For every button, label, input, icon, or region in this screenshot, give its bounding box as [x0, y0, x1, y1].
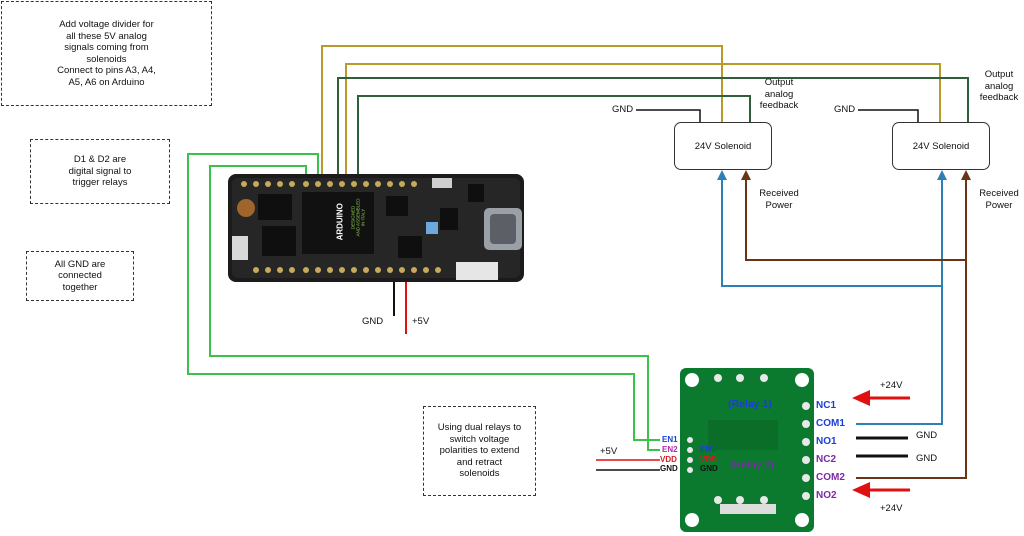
note-dual-relays-text: Using dual relays to switch voltage pola… — [437, 422, 522, 480]
brown-wire-sol1 — [745, 172, 966, 261]
solenoid-2: 24V Solenoid — [892, 122, 990, 170]
note-ground-connected: All GND are connected together — [26, 251, 134, 301]
relay-pin-no1: NO1 — [816, 436, 837, 447]
relay-1-title: (Relay 1) — [728, 398, 772, 410]
solenoid-1-feedback-label: Output analog feedback — [759, 77, 799, 111]
arduino-main-chip — [302, 192, 374, 254]
arduino-5v-label: +5V — [412, 316, 430, 327]
red-arrow-top — [852, 390, 870, 406]
relay-left-pin-vdd: VDD — [660, 455, 677, 464]
relay-left-pin-gnd: GND — [660, 464, 678, 473]
arduino-board-subtext: DESIGNED AND ASSEMBLED IN ITALY — [350, 198, 366, 237]
note-dual-relays: Using dual relays to switch voltage pola… — [423, 406, 536, 496]
arduino-board — [228, 174, 524, 282]
relay-board-pin-gnd: GND — [700, 464, 718, 473]
green-wire-en2 — [209, 165, 660, 451]
relay-5v-label: +5V — [600, 446, 618, 457]
sol1-gnd-wire — [636, 109, 701, 124]
blue-arrow-2 — [937, 170, 947, 180]
darkgreen-wire-1 — [337, 77, 969, 182]
green-wire-en1 — [187, 153, 660, 441]
relay-24v-bottom-label: +24V — [880, 503, 903, 514]
reset-button — [426, 222, 438, 234]
arduino-pin-row-bottom — [253, 267, 441, 273]
note-digital-signal-text: D1 & D2 are digital signal to trigger re… — [68, 154, 132, 189]
relay-24v-top-label: +24V — [880, 380, 903, 391]
solenoid-1-label: 24V Solenoid — [694, 140, 752, 152]
relay-pin-com2: COM2 — [816, 472, 845, 483]
solenoid-1: 24V Solenoid — [674, 122, 772, 170]
blue-arrow-1 — [717, 170, 727, 180]
olive-wire-1 — [321, 45, 723, 182]
note-voltage-divider-text: Add voltage divider for all these 5V ana… — [57, 19, 156, 88]
relay-pin-no2: NO2 — [816, 490, 837, 501]
relay-2-title: (Relay 2) — [730, 459, 774, 471]
arduino-logo — [237, 199, 255, 217]
solenoid-2-feedback-label: Output analog feedback — [979, 69, 1019, 103]
sol2-gnd-wire — [858, 109, 919, 124]
blue-wire-com1 — [856, 172, 943, 425]
arduino-gnd-label: GND — [362, 316, 384, 327]
red-arrow-bottom — [852, 482, 870, 498]
olive-wire-2 — [345, 63, 941, 182]
relay-left-pin-en2: EN2 — [662, 445, 678, 454]
solenoid-1-gnd-label: GND — [612, 104, 634, 115]
brown-arrow-1 — [741, 170, 751, 180]
relay-board-pin-en1: EN1 — [700, 445, 716, 454]
brown-arrow-2 — [961, 170, 971, 180]
solenoid-2-label: 24V Solenoid — [912, 140, 970, 152]
relay-board — [680, 368, 814, 532]
solenoid-2-gnd-label: GND — [834, 104, 856, 115]
brown-wire-com2 — [856, 172, 967, 479]
relay-pin-com1: COM1 — [816, 418, 845, 429]
blue-wire-sol1 — [721, 172, 942, 287]
relay-gnd2-label: GND — [916, 453, 938, 464]
battery-connector — [456, 262, 498, 280]
relay-left-pin-en1: EN1 — [662, 435, 678, 444]
arduino-board-text: ARDUINO — [335, 203, 345, 241]
solenoid-2-power-label: Received Power — [979, 188, 1019, 211]
relay-gnd1-label: GND — [916, 430, 938, 441]
solenoid-1-power-label: Received Power — [759, 188, 799, 211]
note-voltage-divider: Add voltage divider for all these 5V ana… — [1, 1, 212, 106]
arduino-pin-row-top — [241, 181, 417, 187]
relay-pin-nc1: NC1 — [816, 400, 837, 411]
relay-board-pin-vdd: VDD — [700, 455, 717, 464]
darkgreen-wire-2 — [357, 95, 751, 182]
note-digital-signal: D1 & D2 are digital signal to trigger re… — [30, 139, 170, 204]
relay-pin-nc2: NC2 — [816, 454, 837, 465]
note-ground-text: All GND are connected together — [54, 258, 106, 293]
